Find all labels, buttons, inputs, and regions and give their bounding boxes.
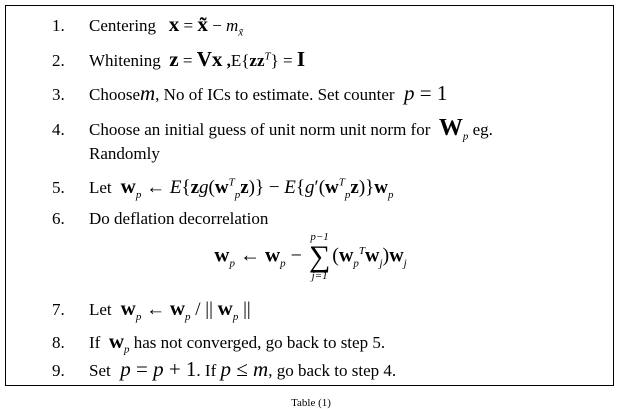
- step-text-tail: , go back to step 4.: [268, 361, 397, 380]
- condition-formula: p ≤ m: [220, 357, 269, 381]
- step-text: Set: [89, 361, 111, 380]
- step-4-continuation: Randomly: [89, 144, 160, 163]
- step-number: 4.: [52, 120, 65, 139]
- wp-symbol: wp: [108, 329, 130, 356]
- update-formula: wp ← E{zg(wTpz)} − E{g′(wTpz)}wp: [120, 174, 394, 201]
- deflation-formula: wp ← wp − p−1∑j=1(wpTwj)wj: [214, 231, 407, 282]
- step-number: 8.: [52, 333, 65, 352]
- step-text-mid: , No of ICs to estimate. Set counter: [155, 85, 395, 104]
- step-4: 4. Choose an initial guess of unit norm u…: [52, 115, 493, 143]
- step-text: Whitening: [89, 51, 161, 70]
- step-number: 6.: [52, 209, 65, 228]
- step-text: Do deflation decorrelation: [89, 209, 269, 228]
- step-number: 3.: [52, 85, 65, 104]
- step-number: 7.: [52, 300, 65, 319]
- normalize-formula: wp ← wp / || wp ||: [120, 296, 251, 323]
- m-symbol: m: [140, 81, 156, 105]
- step-text: Let: [89, 178, 112, 197]
- step-2: 2. Whitening z = Vx ,E{zzT} = I: [52, 49, 305, 71]
- step-number: 2.: [52, 51, 65, 70]
- step-text: Centering: [89, 16, 157, 35]
- step-3: 3. Choosem, No of ICs to estimate. Set co…: [52, 83, 447, 105]
- step-text: Choose: [89, 85, 140, 104]
- step-number: 9.: [52, 361, 65, 380]
- increment-formula: p = p + 1: [120, 357, 197, 381]
- counter-formula: p = 1: [404, 81, 448, 105]
- step-9: 9. Set p = p + 1. If p ≤ m, go back to st…: [52, 359, 396, 381]
- step-text-mid: . If: [196, 361, 217, 380]
- step-text: Choose an initial guess of unit norm uni…: [89, 120, 431, 139]
- algorithm-box: 1. Centering x = x̃ − mx̃ 2. Whitening z =…: [5, 5, 614, 386]
- whitening-formula: z = Vx ,E{zzT} = I: [169, 47, 306, 71]
- table-caption: Table (1): [291, 397, 331, 409]
- step-6: 6. Do deflation decorrelation: [52, 209, 268, 229]
- step-number: 1.: [52, 16, 65, 35]
- step-text-tail: has not converged, go back to step 5.: [133, 333, 386, 352]
- centering-formula: x = x̃ − mx̃: [168, 12, 244, 39]
- step-8: 8. If wp has not converged, go back to st…: [52, 329, 386, 356]
- sum-operator: p−1∑j=1: [308, 231, 331, 282]
- step-1: 1. Centering x = x̃ − mx̃: [52, 12, 244, 39]
- step-number: 5.: [52, 178, 65, 197]
- step-7: 7. Let wp ← wp / || wp ||: [52, 296, 251, 323]
- step-text: If: [89, 333, 101, 352]
- step-text: Let: [89, 300, 112, 319]
- wp-symbol: Wp: [438, 115, 469, 143]
- step-5: 5. Let wp ← E{zg(wTpz)} − E{g′(wTpz)}wp: [52, 174, 394, 201]
- step-text-tail: eg.: [472, 120, 493, 139]
